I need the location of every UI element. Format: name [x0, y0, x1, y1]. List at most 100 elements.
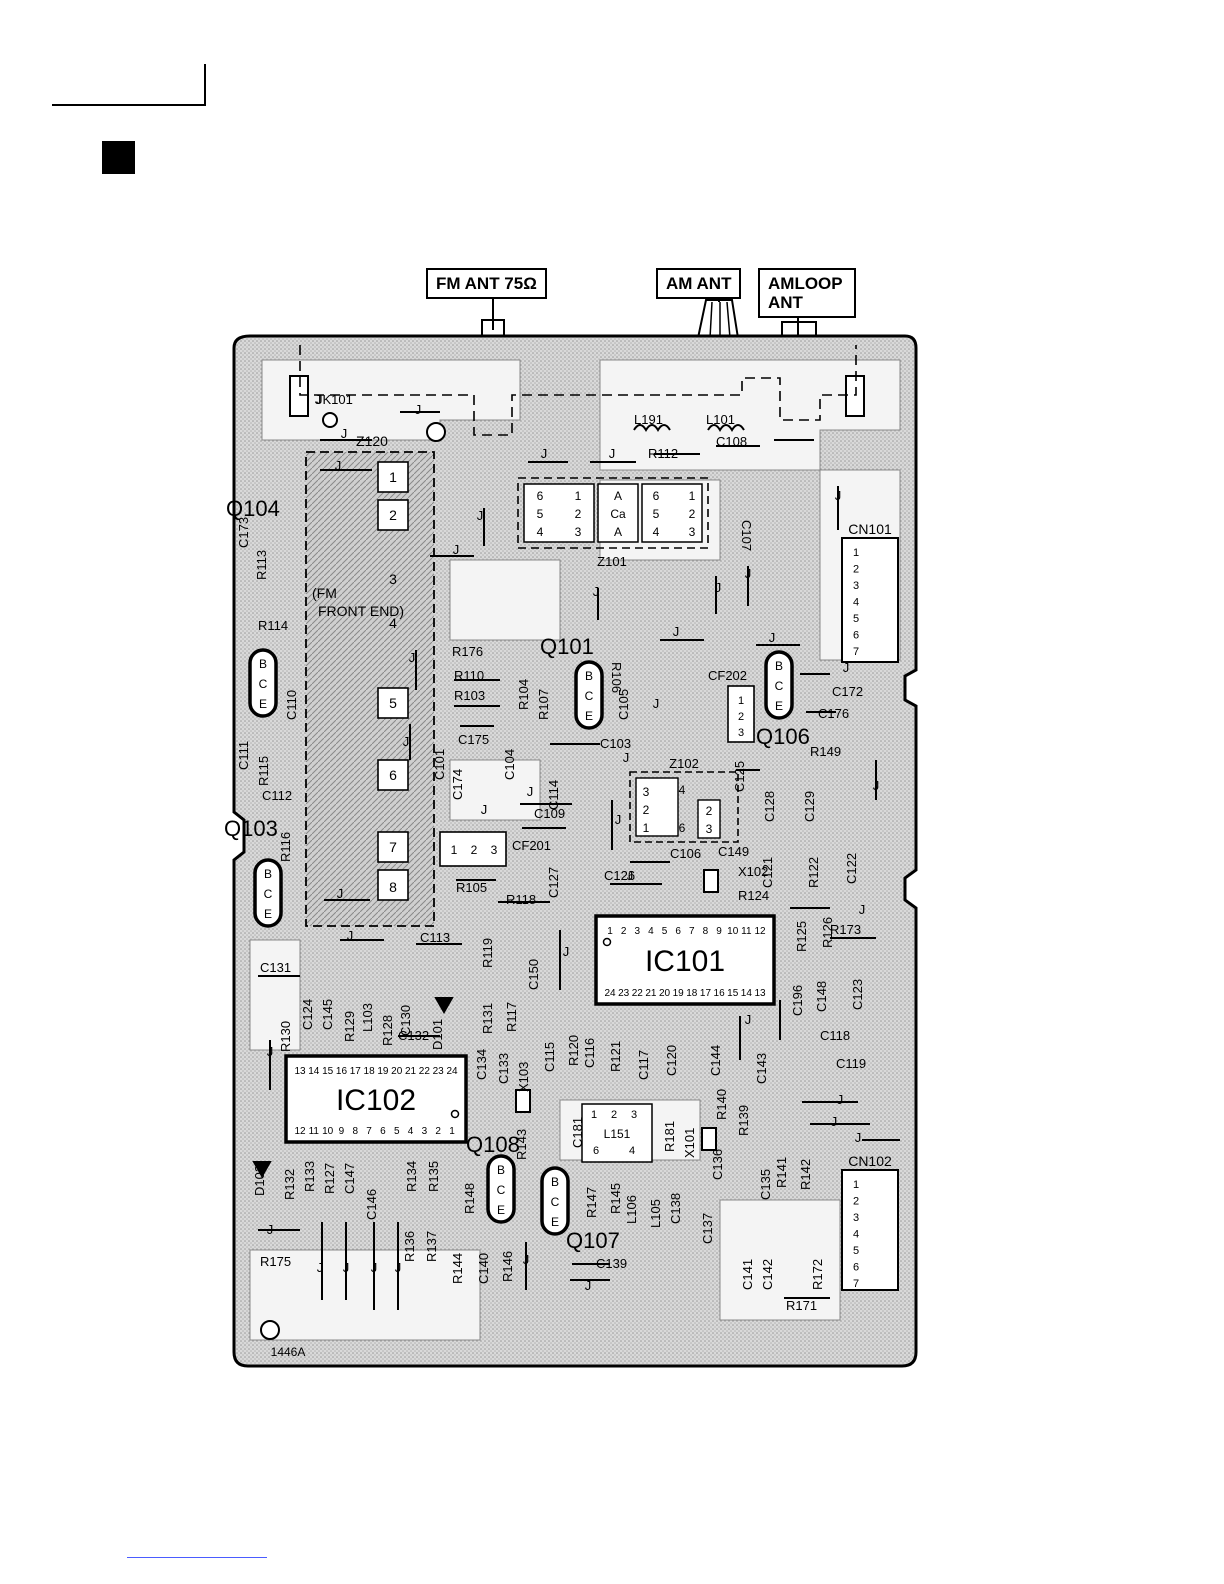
- z101-pin: Ca: [610, 507, 626, 521]
- l151-pin: 1: [591, 1109, 597, 1121]
- component-ref: C125: [732, 761, 747, 792]
- component-ref: R118: [506, 892, 536, 907]
- jumper-marker: J: [673, 624, 680, 639]
- jumper-marker: J: [715, 580, 722, 595]
- am-ant-label: AM ANT: [656, 268, 742, 299]
- component-ref: C143: [754, 1053, 769, 1084]
- ic-pin: 5: [394, 1126, 400, 1137]
- jumper-marker: J: [843, 660, 850, 675]
- component-ref: R142: [798, 1159, 813, 1190]
- component-ref: X103: [516, 1062, 531, 1092]
- component-ref: R119: [480, 938, 495, 968]
- component-ref: R126: [820, 917, 835, 948]
- transistor-label: Q104: [226, 496, 280, 521]
- component-ref: C149: [718, 844, 749, 859]
- connector-pin: 1: [853, 547, 859, 559]
- jumper-marker: J: [335, 458, 342, 473]
- l151-pin: 2: [611, 1109, 617, 1121]
- component-ref: R175: [260, 1254, 291, 1269]
- component-ref: R103: [454, 688, 485, 703]
- component-ref: C196: [790, 985, 805, 1016]
- transistor-pin: B: [551, 1175, 559, 1189]
- component-ref: R181: [662, 1121, 677, 1152]
- component-ref: C138: [668, 1193, 683, 1224]
- ic-pin: 24: [604, 988, 616, 999]
- jumper-marker: J: [267, 1044, 274, 1059]
- jumper-marker: J: [653, 696, 660, 711]
- ic-pin: 22: [419, 1066, 431, 1077]
- z102-pin: 2: [706, 804, 713, 818]
- front-end-pin: 3: [389, 571, 397, 587]
- jumper-marker: J: [623, 750, 630, 765]
- z101-pin: A: [614, 525, 622, 539]
- component-ref: R110: [454, 668, 484, 683]
- jumper-marker: J: [627, 868, 634, 883]
- jumper-marker: J: [831, 1114, 838, 1129]
- component-ref: C120: [664, 1045, 679, 1076]
- ic-pin: 21: [405, 1066, 417, 1077]
- component-ref: C112: [262, 788, 292, 803]
- component-ref: R135: [426, 1161, 441, 1192]
- component-ref: R146: [500, 1251, 515, 1282]
- component-ref: R114: [258, 618, 288, 633]
- transistor-label: Q101: [540, 634, 594, 659]
- component-ref: C148: [814, 981, 829, 1012]
- connector-pin: 7: [853, 646, 859, 658]
- connector-pin: 4: [853, 597, 859, 609]
- component-ref: R133: [302, 1161, 317, 1192]
- component-ref: L101: [706, 412, 735, 427]
- transistor-pin: B: [585, 669, 593, 683]
- component-ref: C119: [836, 1056, 866, 1071]
- l151-ref: L151: [604, 1127, 631, 1141]
- ic-pin: 11: [309, 1126, 320, 1137]
- component-ref: C128: [762, 791, 777, 822]
- transistor-pin: C: [585, 689, 594, 703]
- component-ref: C104: [502, 749, 517, 780]
- jumper-marker: J: [527, 784, 534, 799]
- ic-pin: 14: [308, 1066, 320, 1077]
- ic-pin: 20: [659, 988, 671, 999]
- board-number: 1446A: [271, 1345, 306, 1359]
- ic-pin: 13: [754, 988, 766, 999]
- jumper-marker: J: [317, 1260, 324, 1275]
- jumper-marker: J: [341, 426, 348, 441]
- component-ref: X101: [682, 1128, 697, 1158]
- component-ref: C106: [670, 846, 701, 861]
- ic-pin: 20: [391, 1066, 403, 1077]
- component-ref: C126: [604, 868, 635, 883]
- component-ref: R116: [278, 832, 293, 862]
- component-ref: C144: [708, 1045, 723, 1076]
- z102-pin: 6: [679, 821, 686, 835]
- section-marker-square: [102, 141, 135, 174]
- transistor-pin: E: [497, 1203, 505, 1217]
- transistor-pin: E: [264, 907, 272, 921]
- z101-pin: 2: [575, 507, 582, 521]
- component-ref: R145: [608, 1183, 623, 1214]
- ic-pin: 1: [607, 926, 613, 937]
- component-ref: R128: [380, 1015, 395, 1046]
- header-rule-vertical: [204, 64, 206, 106]
- z102-pin: 1: [643, 821, 650, 835]
- component-ref: C140: [476, 1253, 491, 1284]
- jumper-marker: J: [873, 778, 880, 793]
- ic-pin: 10: [322, 1126, 334, 1137]
- transistor-pin: B: [775, 659, 783, 673]
- component-ref: R104: [516, 679, 531, 710]
- component-ref: R127: [322, 1163, 337, 1194]
- component-ref: L105: [648, 1199, 663, 1228]
- z102-pin: 4: [679, 783, 686, 797]
- component-ref: R131: [480, 1003, 495, 1034]
- transistor-pin: B: [264, 867, 272, 881]
- l151-pin: 4: [629, 1145, 635, 1157]
- jumper-wires: [262, 411, 900, 1310]
- transistor-label: Q108: [466, 1132, 520, 1157]
- component-ref: C115: [542, 1042, 557, 1072]
- ic-pin: 8: [703, 926, 709, 937]
- component-ref: R132: [282, 1169, 297, 1200]
- z101-pin: 6: [537, 489, 544, 503]
- component-ref: R136: [402, 1231, 417, 1262]
- transistor-pin: B: [259, 657, 267, 671]
- ic-pin: 4: [408, 1126, 414, 1137]
- jumper-marker: J: [745, 1012, 752, 1027]
- component-ref: C105: [616, 689, 631, 720]
